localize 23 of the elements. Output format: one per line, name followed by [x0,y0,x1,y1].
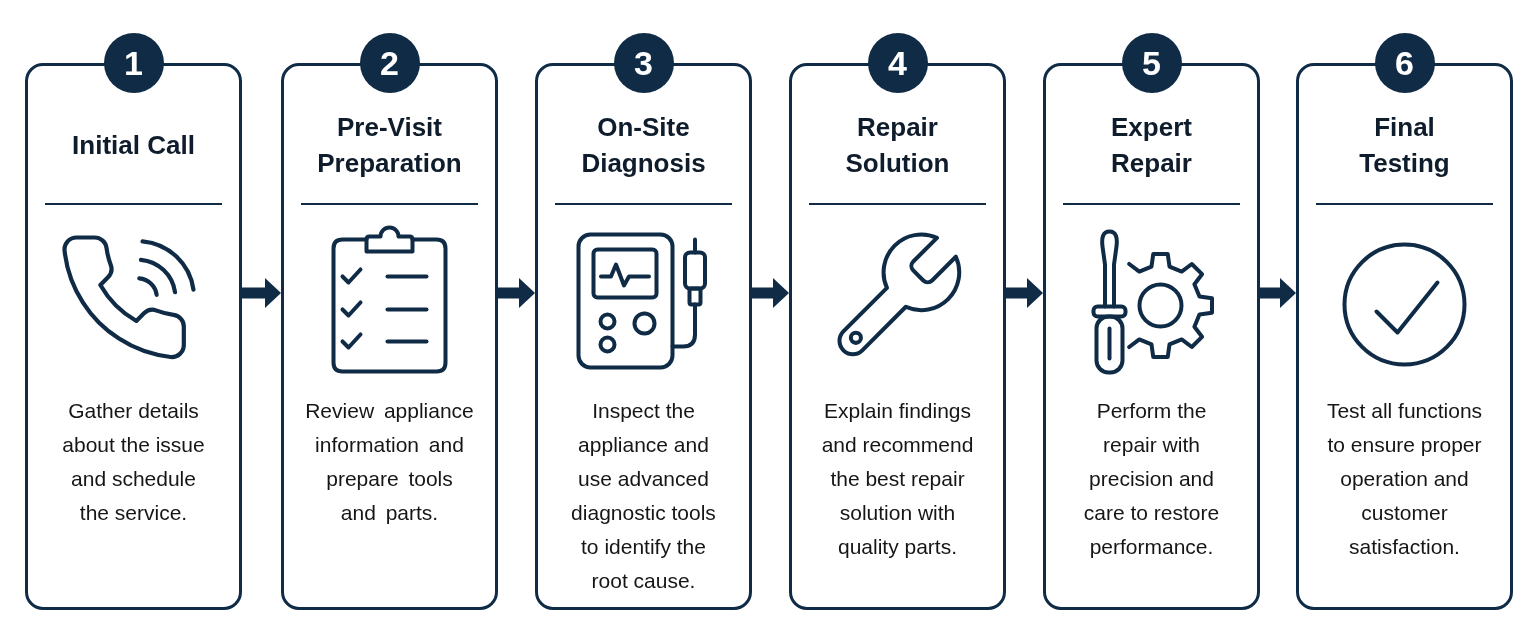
arrow [1260,278,1296,308]
step-number-badge: 5 [1121,33,1182,93]
step-number-badge: 2 [359,33,420,93]
arrow [498,278,535,308]
step-title: Pre-Visit Preparation [316,110,463,180]
arrow [1006,278,1043,308]
step-title: Expert Repair [1110,110,1193,180]
step-description: Perform the repair with precision and care to restore performance. [1082,397,1221,560]
step-number-badge: 1 [103,33,164,93]
step-description: Explain findings and recommend the best repair solution with quality parts. [820,397,975,560]
step-description: Inspect the appliance and use advanced diagnostic tools to identify the root cause. [570,397,717,594]
step-title: On-Site Diagnosis [580,110,707,180]
step-number-badge: 4 [867,33,928,93]
step-description: Test all functions to ensure proper operation and customer satisfaction. [1325,397,1484,560]
step-title: Initial Call [72,128,195,162]
step-description: Review appliance information and prepare tools and parts. [304,397,475,526]
step-title: Final Testing [1358,110,1451,180]
step-description: Gather details about the issue and schedule the service. [61,397,206,526]
arrow [242,278,281,308]
step-title: Repair Solution [844,110,951,180]
arrow [752,278,789,308]
step-number-badge: 6 [1374,33,1435,93]
step-number-badge: 3 [613,33,674,93]
